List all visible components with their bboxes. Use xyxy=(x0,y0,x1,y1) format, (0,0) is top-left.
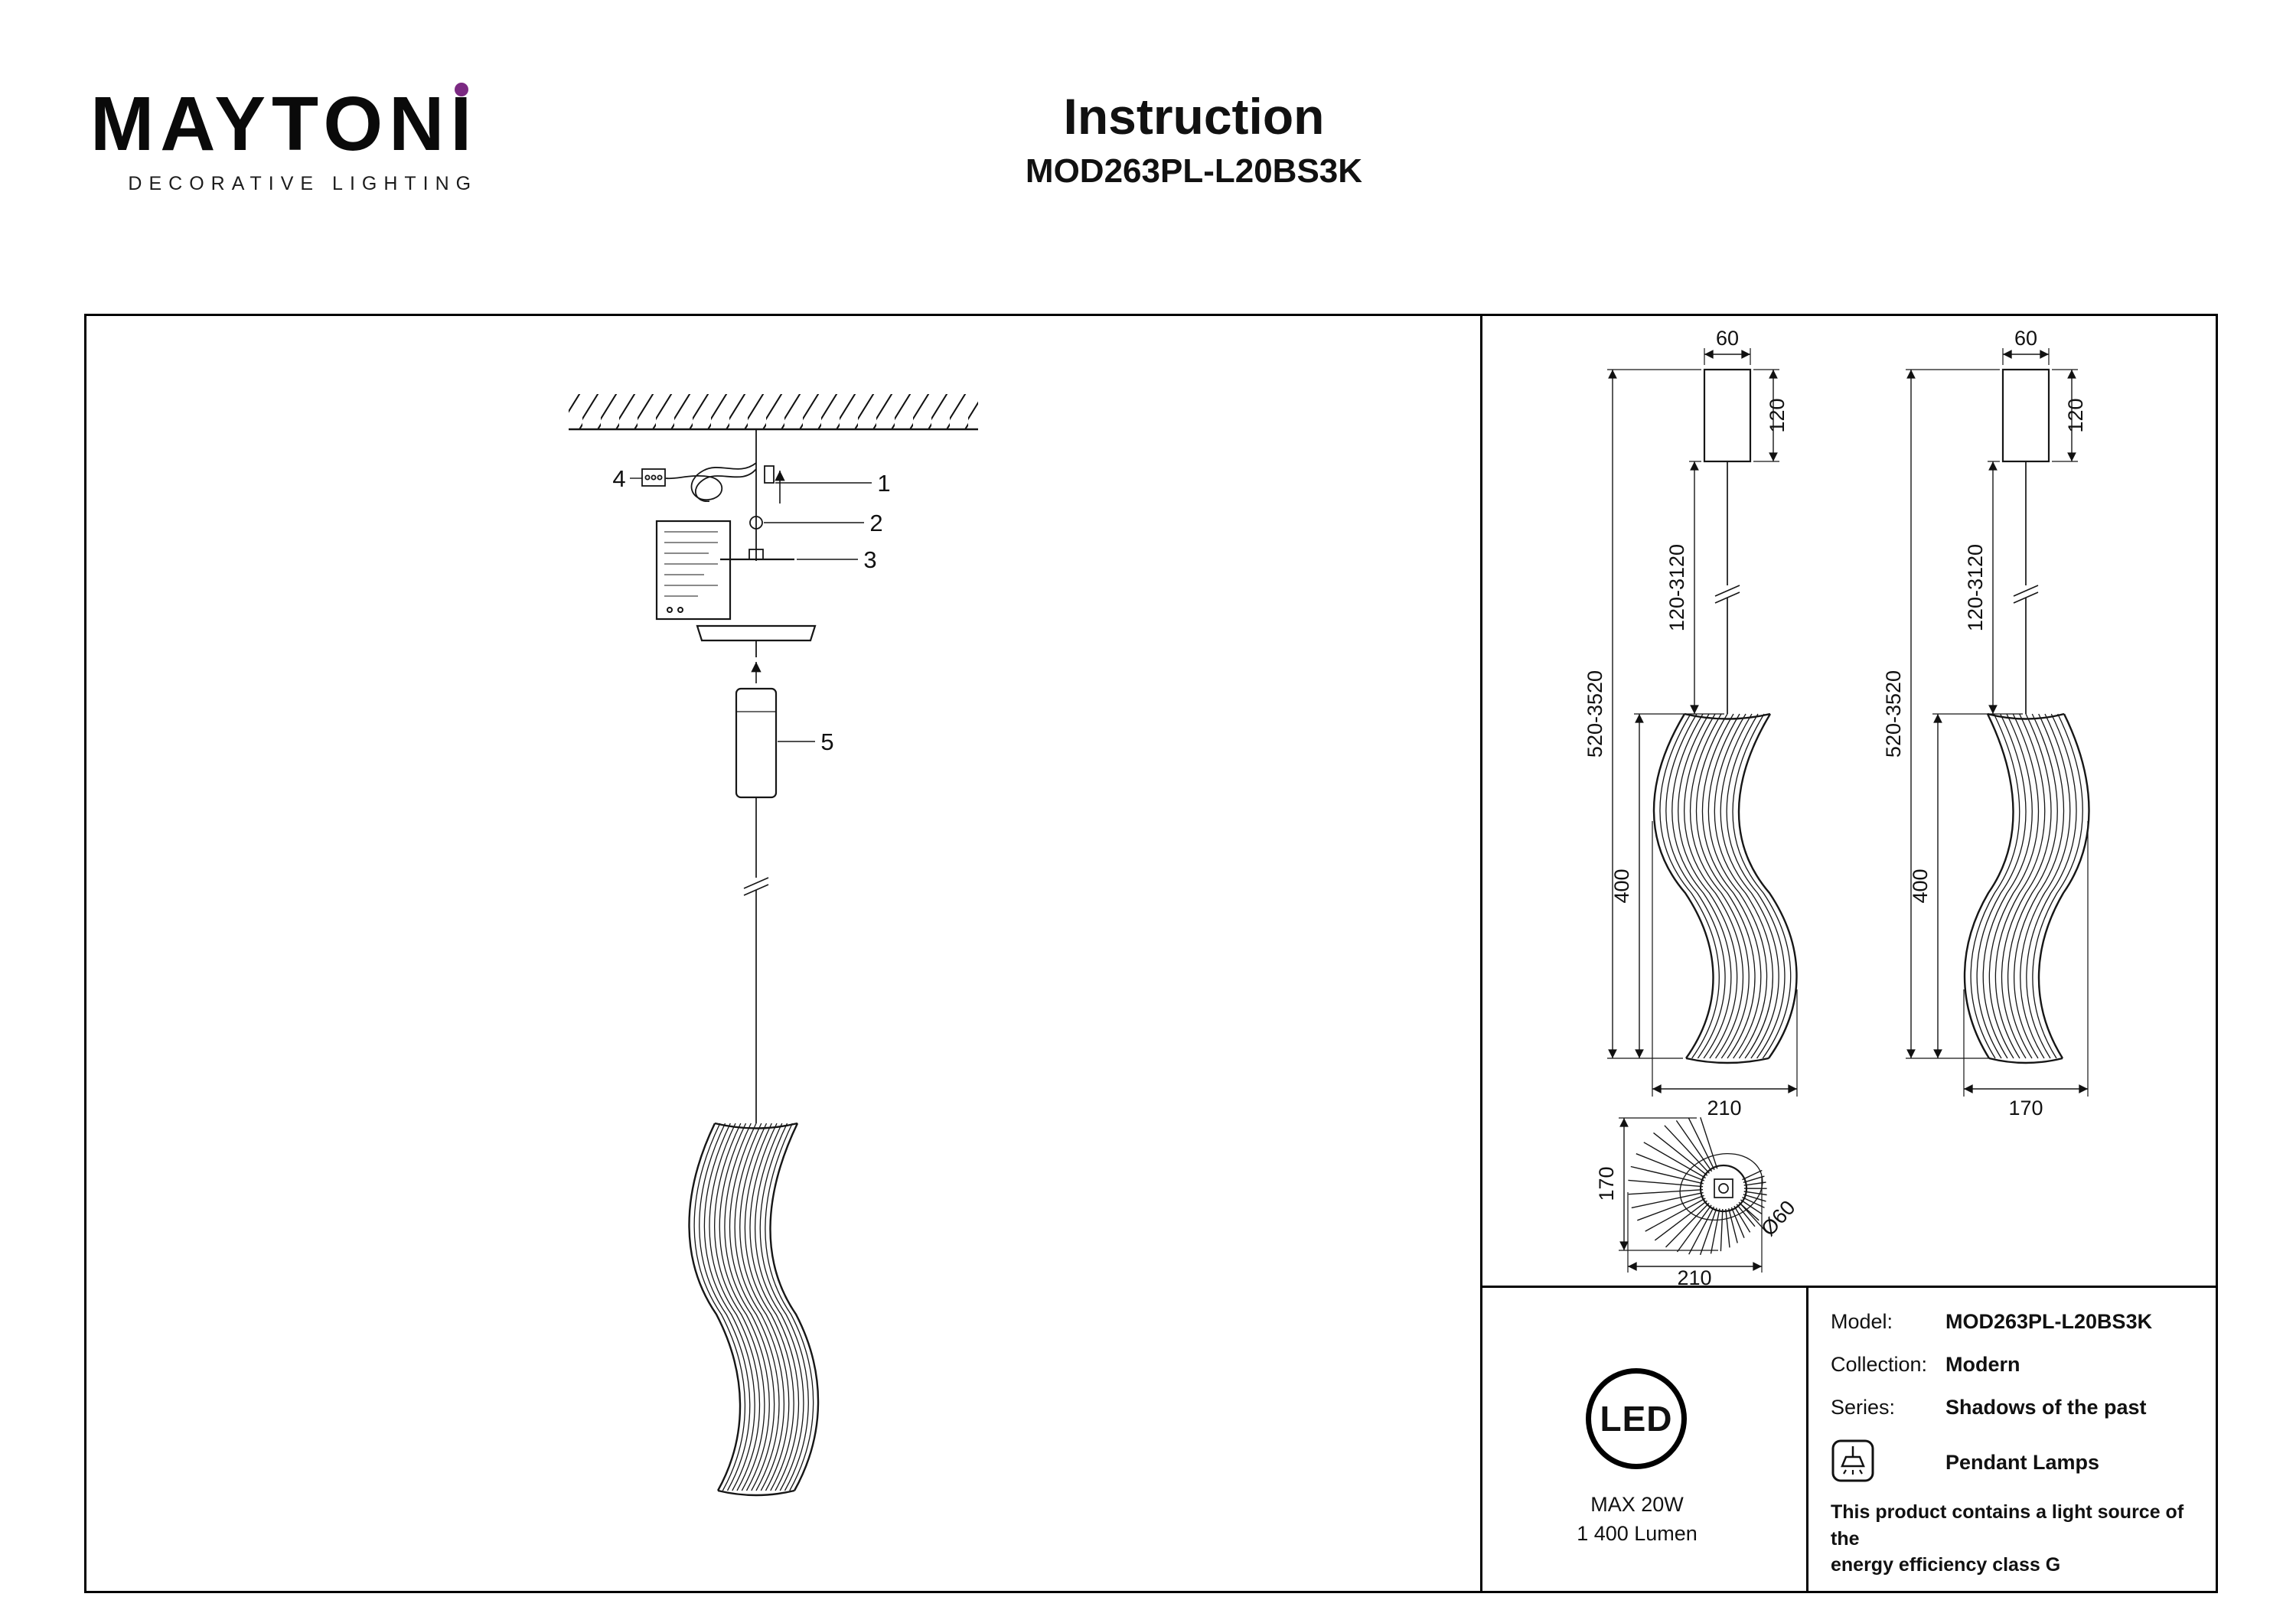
led-badge: LED xyxy=(1586,1368,1687,1469)
front-overall-dim: 520-3520 xyxy=(1583,670,1606,758)
panel-divider-vertical xyxy=(1480,316,1482,1591)
side-shade xyxy=(1963,712,2090,1064)
top-view-fan xyxy=(1628,1116,1767,1256)
spec-divider-vertical xyxy=(1806,1288,1808,1591)
side-suspension-dim: 120-3120 xyxy=(1964,544,1987,631)
canopy xyxy=(696,624,817,683)
side-shade-height-dim: 400 xyxy=(1909,869,1932,903)
top-hole-dim: Ø60 xyxy=(1756,1196,1799,1240)
collection-label: Collection: xyxy=(1831,1353,1928,1376)
side-canopy-height-dim: 120 xyxy=(2064,398,2087,432)
terminal-block xyxy=(641,468,666,487)
front-dimension-lines xyxy=(1608,350,1797,1093)
side-overall-dim: 520-3520 xyxy=(1882,670,1905,758)
top-dimension-lines xyxy=(1619,1118,1762,1271)
content-frame xyxy=(84,314,2218,1593)
side-dimension-lines xyxy=(1906,350,2088,1093)
title-block: Instruction MOD263PL-L20BS3K xyxy=(895,90,1492,191)
spec-table: Model: MOD263PL-L20BS3K Collection: Mode… xyxy=(1831,1310,2213,1579)
category-icon-cell xyxy=(1831,1439,1945,1487)
connector-box xyxy=(735,687,778,799)
series-label: Series: xyxy=(1831,1396,1896,1419)
page-model-number: MOD263PL-L20BS3K xyxy=(1025,152,1363,191)
spec-row-model: Model: MOD263PL-L20BS3K xyxy=(1831,1310,2213,1334)
callout-2-label: 2 xyxy=(869,510,882,536)
model-value: MOD263PL-L20BS3K xyxy=(1945,1310,2153,1333)
mounting-bracket xyxy=(720,549,794,561)
maytoni-logo: MAYTONI DECORATIVE LIGHTING xyxy=(90,83,478,195)
brand-tagline: DECORATIVE LIGHTING xyxy=(128,173,478,194)
installation-diagram: 4 1 2 3 5 xyxy=(569,394,978,1497)
brand-wordmark: MAYTONI xyxy=(90,83,478,162)
top-extension-lines xyxy=(1619,1117,1763,1273)
side-canopy-width-dim: 60 xyxy=(2014,327,2037,350)
callout-leaders xyxy=(630,477,872,742)
front-suspension-dim: 120-3120 xyxy=(1665,544,1688,631)
side-shade-width-dim: 170 xyxy=(2008,1097,2043,1119)
ceiling-hatch xyxy=(569,394,978,431)
suspension-cable xyxy=(743,797,769,1123)
spec-row-category: Pendant Lamps xyxy=(1831,1439,2213,1487)
spec-row-collection: Collection: Modern xyxy=(1831,1353,2213,1377)
cable-grip xyxy=(749,516,763,530)
led-badge-label: LED xyxy=(1600,1399,1673,1439)
dimension-drawings: 60 120 120-3120 400 520-3520 210 60 120 … xyxy=(1583,327,2090,1289)
efficiency-note-line1: This product contains a light source of … xyxy=(1831,1501,2184,1550)
spec-row-series: Series: Shadows of the past xyxy=(1831,1396,2213,1419)
top-view xyxy=(1619,1116,1767,1273)
front-canopy-height-dim: 120 xyxy=(1766,398,1789,432)
ceiling-screw xyxy=(764,465,785,504)
brand-dot-icon xyxy=(455,83,469,96)
front-view xyxy=(1607,348,1798,1097)
side-view xyxy=(1906,348,2090,1097)
max-power-text: MAX 20W xyxy=(1590,1493,1684,1516)
callout-1-label: 1 xyxy=(877,470,890,497)
front-canopy-width-dim: 60 xyxy=(1716,327,1739,350)
callout-4-label: 4 xyxy=(612,465,625,492)
luminous-flux-text: 1 400 Lumen xyxy=(1577,1521,1698,1545)
side-extension-lines xyxy=(1906,348,2089,1097)
page-title: Instruction xyxy=(1063,88,1325,145)
efficiency-note: This product contains a light source of … xyxy=(1831,1499,2213,1579)
panel-divider-horizontal xyxy=(1482,1286,2216,1288)
pendant-lamps-icon xyxy=(1831,1439,1874,1482)
series-value: Shadows of the past xyxy=(1945,1396,2147,1419)
brand-text: MAYTONI xyxy=(90,81,478,167)
collection-value: Modern xyxy=(1945,1353,2020,1376)
supply-wires xyxy=(665,462,757,502)
front-shade-height-dim: 400 xyxy=(1610,869,1633,903)
lamp-shade xyxy=(688,1122,820,1497)
front-shade-width-dim: 210 xyxy=(1707,1097,1741,1119)
top-depth-dim: 170 xyxy=(1595,1166,1618,1201)
front-extension-lines xyxy=(1607,348,1798,1097)
front-shade xyxy=(1652,712,1798,1064)
model-label: Model: xyxy=(1831,1310,1893,1333)
callout-3-label: 3 xyxy=(863,546,876,573)
efficiency-note-line2: energy efficiency class G xyxy=(1831,1554,2061,1576)
driver-box xyxy=(655,520,732,621)
callout-5-label: 5 xyxy=(820,728,833,755)
badge-text: MAX 20W 1 400 Lumen xyxy=(1537,1491,1737,1549)
category-value: Pendant Lamps xyxy=(1945,1451,2100,1474)
top-width-dim: 210 xyxy=(1677,1266,1711,1289)
